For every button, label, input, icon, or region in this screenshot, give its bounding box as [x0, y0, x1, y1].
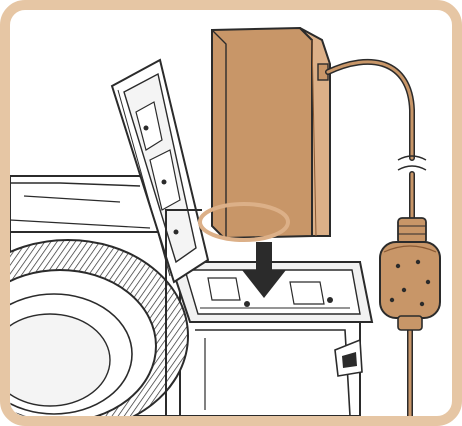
- dc-coupler-insertion-illustration: [0, 0, 462, 426]
- illustration-frame: [0, 0, 462, 426]
